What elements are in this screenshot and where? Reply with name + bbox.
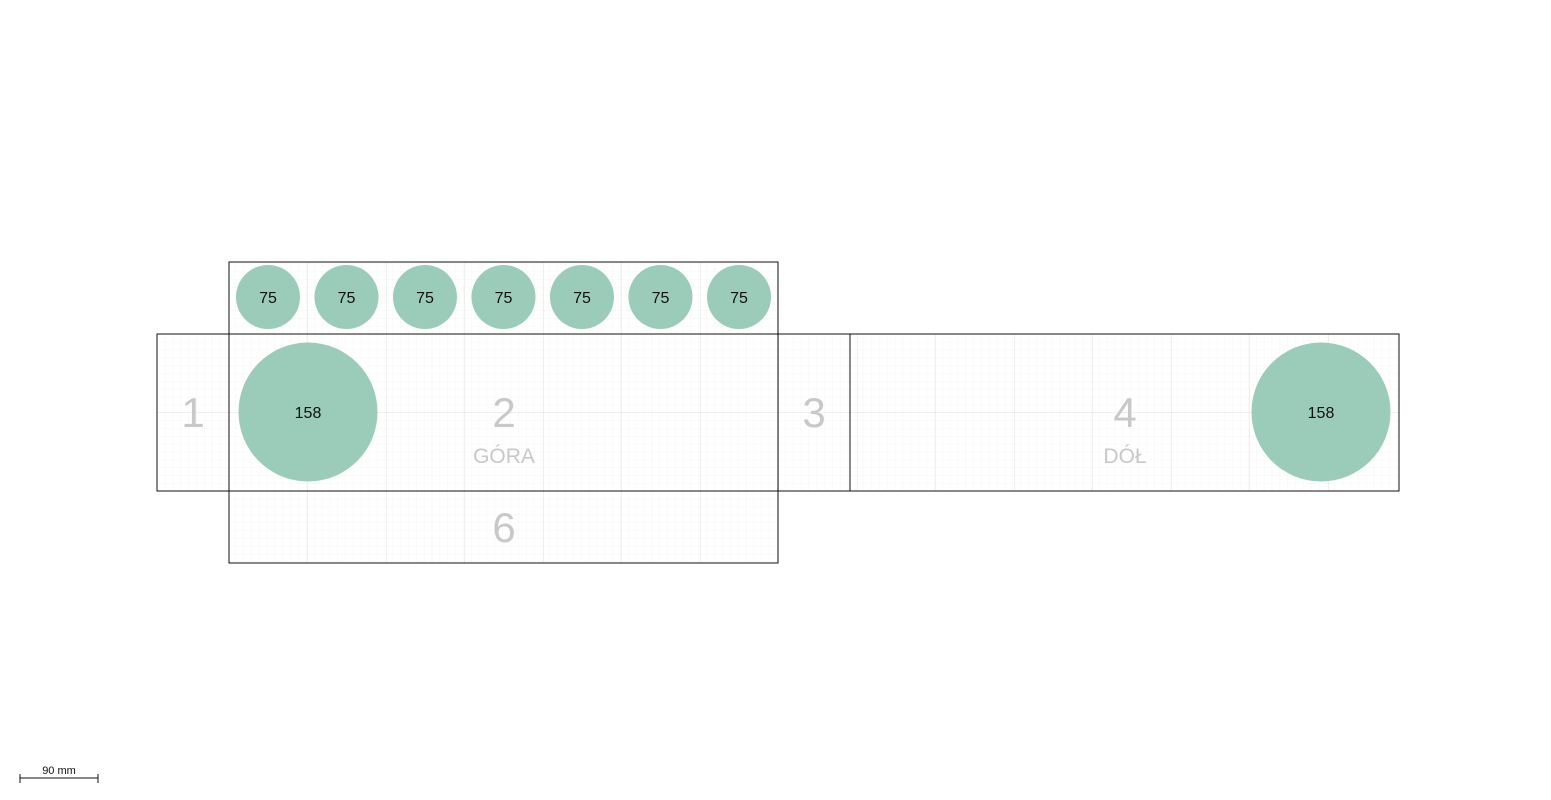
- small-circle-label: 75: [338, 290, 356, 307]
- small-circle-label: 75: [495, 290, 513, 307]
- small-circle-label: 75: [259, 290, 277, 307]
- panel-3-number: 3: [802, 389, 825, 436]
- panel-4-number: 4: [1113, 389, 1136, 436]
- panel-2-number: 2: [492, 389, 515, 436]
- small-circle-label: 75: [573, 290, 591, 307]
- small-circle: 75: [707, 265, 771, 329]
- small-circle: 75: [236, 265, 300, 329]
- panel-1: 1: [156, 333, 230, 492]
- large-circle-bottom: 158: [1251, 342, 1391, 482]
- small-circle: 75: [471, 265, 536, 329]
- large-circle-top: 158: [238, 342, 378, 482]
- panel-2-label: GÓRA: [473, 445, 535, 468]
- small-circle: 75: [393, 265, 457, 329]
- panel-6: 6: [228, 490, 779, 564]
- small-circle: 75: [628, 265, 693, 329]
- scale-bar: 90 mm: [19, 765, 99, 783]
- large-circle-top-label: 158: [295, 405, 322, 422]
- small-circle: 75: [550, 265, 614, 329]
- scale-bar-label: 90 mm: [42, 765, 76, 777]
- panel-4-label: DÓŁ: [1103, 445, 1146, 468]
- large-circle-bottom-label: 158: [1308, 405, 1335, 422]
- panel-1-number: 1: [181, 389, 204, 436]
- small-circle-label: 75: [730, 290, 748, 307]
- small-circles: 75 75 75 75 75 75 75: [236, 265, 771, 329]
- small-circle-label: 75: [416, 290, 434, 307]
- panel-6-number: 6: [492, 504, 515, 551]
- small-circle: 75: [314, 265, 379, 329]
- small-circle-label: 75: [652, 290, 670, 307]
- panel-3: 3: [777, 333, 851, 492]
